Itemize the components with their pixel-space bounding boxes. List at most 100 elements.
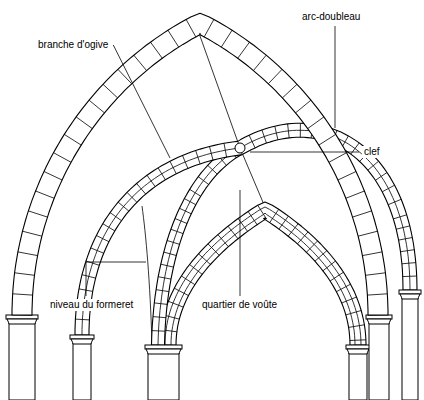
ogive-rib-joint — [137, 184, 146, 195]
front-arch-joint — [64, 134, 81, 145]
front-arch-joint — [308, 117, 324, 129]
far-right-pier-shaft — [402, 298, 418, 400]
part-label: quartier de voûte — [200, 299, 279, 311]
back-pier-shaft — [349, 353, 367, 400]
back-pier-capital — [347, 349, 369, 354]
front-arch-joint — [134, 55, 147, 70]
diagonal-rib-joint — [153, 317, 166, 318]
front-arch-joint — [319, 134, 336, 145]
ogive-rib-joint — [196, 151, 200, 164]
ogive-rib-joint — [351, 143, 359, 154]
ogive-rib-joint — [275, 126, 278, 140]
diagonal-rib-joint — [208, 165, 218, 174]
back-arch-joint — [181, 276, 195, 285]
front-arch-joint — [36, 191, 55, 198]
front-arch-outline — [12, 13, 388, 315]
front-arch-joint — [54, 153, 72, 163]
label-holder: niveau du formeret — [48, 294, 135, 312]
middle-pier — [145, 345, 182, 400]
diagonal-rib-joint — [158, 277, 171, 279]
left-pier-abacus — [6, 315, 38, 319]
back-arch-joint — [315, 251, 327, 262]
front-arch-joint — [118, 69, 132, 84]
rib-pier-abacus — [70, 335, 94, 339]
middle-pier-abacus — [145, 345, 182, 349]
front-arch-joint — [89, 100, 104, 113]
back-arch-molding — [165, 207, 361, 345]
front-arch-joint — [103, 84, 118, 98]
front-arch-joint — [346, 191, 365, 198]
front-arch-joint — [18, 252, 38, 256]
ogive-rib-joint — [393, 215, 406, 219]
label-holder: arc-doubleau — [300, 6, 362, 24]
ogive-rib-joint — [288, 124, 290, 138]
part-label: branche d'ogive — [36, 39, 110, 51]
ogive-rib-joint — [249, 135, 255, 148]
front-arch-joint — [15, 273, 35, 276]
front-arch-joint — [338, 172, 356, 181]
diagonal-rib-joint — [180, 208, 192, 214]
left-pier-capital — [7, 319, 37, 324]
ogive-rib-joint — [75, 319, 89, 321]
ogive-rib-joint — [262, 130, 267, 143]
back-arch — [160, 202, 366, 345]
front-arch-joint — [362, 252, 382, 256]
front-arch-joint — [151, 42, 163, 58]
ogive-rib-joint — [399, 238, 413, 241]
ogive-rib-joint — [147, 175, 155, 186]
ogive-rib-joint — [396, 226, 410, 229]
ogive-rib-joint — [110, 213, 121, 221]
middle-pier-capital — [146, 349, 181, 354]
back-arch-joint — [349, 325, 365, 328]
back-arch-joint — [279, 216, 289, 229]
part-label: clef — [362, 146, 382, 158]
back-arch-joint — [346, 311, 361, 315]
back-arch-joint — [228, 226, 238, 239]
front-arch-joint — [44, 172, 62, 181]
front-arch-joint — [282, 84, 297, 98]
right-pier — [366, 315, 392, 400]
back-arch-outline — [160, 202, 366, 345]
front-arch-joint — [13, 294, 33, 295]
ogive-rib-joint — [368, 161, 379, 170]
front-arch-joint — [204, 19, 214, 37]
far-right-pier-capital — [400, 294, 420, 299]
keystone — [235, 143, 245, 153]
back-arch-joint — [330, 272, 343, 281]
front-arch-joint — [353, 211, 372, 217]
front-arch-joint — [253, 55, 266, 70]
ogive-rib-joint — [170, 161, 176, 174]
diagonal-rib-joint — [161, 264, 174, 267]
back-arch-joint — [190, 265, 203, 275]
back-arch-joint — [168, 301, 183, 307]
left-pier-shaft — [9, 323, 35, 400]
label-holder: clef — [362, 141, 382, 159]
front-arch-joint — [268, 69, 282, 84]
rib-pier-shaft — [73, 343, 91, 400]
ogive-rib-joint — [224, 143, 227, 157]
diagonal-rib-joint — [190, 189, 201, 196]
front-arch-joint — [238, 42, 250, 58]
front-arch-joint — [366, 273, 386, 276]
rib-pier-capital — [71, 339, 93, 344]
back-arch-molding — [171, 213, 355, 345]
front-arch-joint — [358, 231, 377, 236]
left-pier — [6, 315, 38, 400]
back-arch-joint — [174, 288, 188, 295]
diagonal-rib-joint — [152, 330, 165, 332]
back-arch-joint — [323, 261, 336, 271]
right-pier-capital — [367, 319, 391, 324]
diagonal-rib-joint — [154, 303, 167, 305]
ogive-rib-joint — [82, 275, 96, 278]
front-arch-joint — [221, 30, 232, 47]
ogive-rib-joint — [158, 168, 165, 180]
diagonal-rib-joint — [184, 199, 195, 205]
far-right-pier-abacus — [399, 290, 421, 294]
ogive-rib-joint — [103, 224, 115, 231]
ogive-rib-joint — [118, 202, 129, 211]
label-holder: branche d'ogive — [36, 34, 110, 52]
leader-line — [113, 45, 170, 158]
ogive-rib-joint — [96, 236, 109, 242]
ogive-rib-joint — [402, 263, 416, 264]
back-arch-joint — [306, 241, 317, 252]
